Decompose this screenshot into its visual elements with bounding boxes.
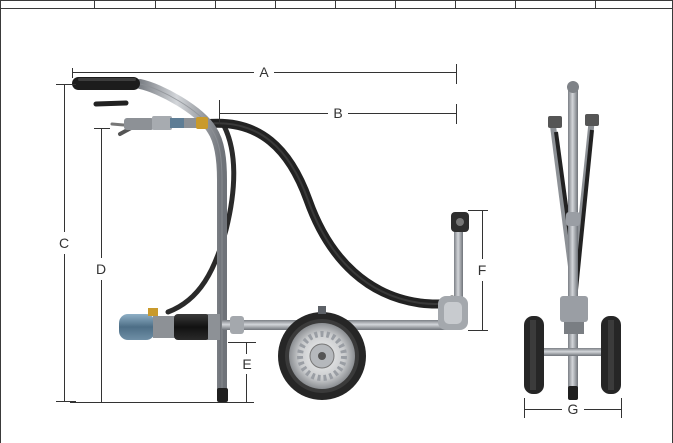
spray-cart-side-view-icon xyxy=(72,77,469,402)
dimension-label-f: F xyxy=(478,262,487,278)
dimension-lines xyxy=(56,64,622,418)
spray-cart-front-view-icon xyxy=(524,81,621,400)
dimension-label-d: D xyxy=(96,261,106,277)
dimension-labels: A B C D E F G xyxy=(59,64,579,417)
frame-upright xyxy=(135,79,227,395)
top-table-dividers xyxy=(94,0,596,8)
foot-pad xyxy=(217,388,228,402)
dimension-label-c: C xyxy=(59,235,69,251)
dimension-label-g: G xyxy=(568,401,579,417)
blue-pump xyxy=(119,314,155,340)
motor xyxy=(174,314,210,340)
main-hose xyxy=(200,118,457,309)
side-wheel xyxy=(278,306,366,400)
dimension-label-e: E xyxy=(242,356,251,372)
dimension-label-b: B xyxy=(333,105,342,121)
dimension-label-a: A xyxy=(259,64,269,80)
